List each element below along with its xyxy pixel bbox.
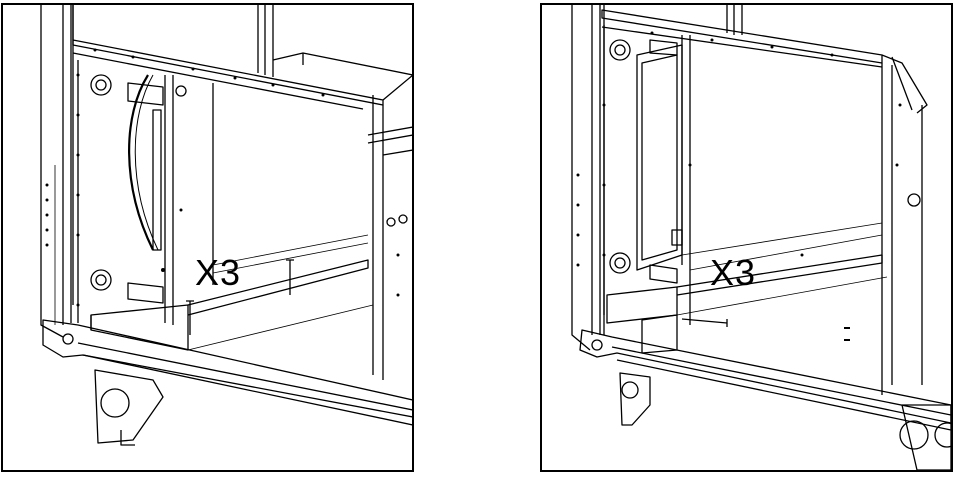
quantity-label-left: X3 [195,252,242,293]
illustration-panel-left: X3 [1,3,414,472]
quantity-label-right: X3 [710,252,757,293]
unit-drawing-right [571,5,951,470]
unit-drawing-left [40,5,412,446]
illustration-panel-right: X3 [540,3,953,472]
